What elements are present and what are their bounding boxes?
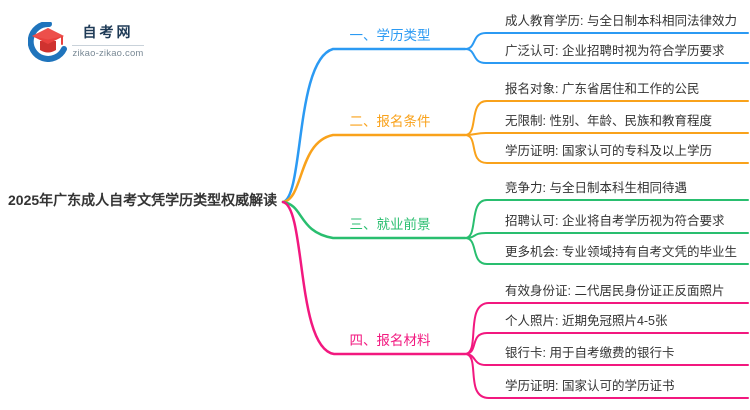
leaf-node: 更多机会: 专业领域持有自考文凭的毕业生 (505, 245, 737, 259)
graduation-cap-icon (28, 22, 67, 62)
leaf-node: 广泛认可: 企业招聘时视为符合学历要求 (505, 44, 725, 58)
leaf-2-3-connector (464, 134, 749, 164)
branch-2-curve (281, 133, 467, 204)
logo-text-block: 自考网 zikao-zikao.com (72, 22, 144, 59)
leaf-node: 招聘认可: 企业将自考学历视为符合要求 (505, 214, 725, 228)
leaf-node: 成人教育学历: 与全日制本科相同法律效力 (505, 14, 737, 28)
leaf-node: 学历证明: 国家认可的学历证书 (505, 379, 675, 393)
leaf-node: 个人照片: 近期免冠照片4-5张 (505, 314, 668, 328)
branch-node-registration-materials: 四、报名材料 (349, 333, 431, 348)
branch-3-curve (281, 200, 467, 240)
branch-1-curve (281, 47, 467, 204)
logo-domain: zikao-zikao.com (72, 48, 144, 59)
central-topic: 2025年广东成人自考文凭学历类型权威解读 (8, 192, 278, 208)
logo-site-name: 自考网 (82, 24, 134, 40)
leaf-2-1-connector (464, 100, 749, 136)
leaf-3-3-connector (464, 237, 749, 265)
branch-node-education-type: 一、学历类型 (349, 28, 431, 43)
leaf-4-2-connector (464, 332, 749, 355)
leaf-node: 学历证明: 国家认可的专科及以上学历 (505, 144, 712, 158)
leaf-1-2-connector (464, 48, 749, 64)
branch-node-employment-prospects: 三、就业前景 (349, 217, 431, 232)
leaf-node: 无限制: 性别、年龄、民族和教育程度 (505, 114, 712, 128)
leaf-node: 竞争力: 与全日制本科生相同待遇 (505, 181, 687, 195)
branch-node-registration-conditions: 二、报名条件 (349, 114, 431, 129)
branch-4-curve (281, 200, 467, 356)
leaf-node: 有效身份证: 二代居民身份证正反面照片 (505, 284, 725, 298)
leaf-node: 报名对象: 广东省居住和工作的公民 (505, 82, 700, 96)
leaf-node: 银行卡: 用于自考缴费的银行卡 (505, 346, 675, 360)
leaf-4-4-connector (464, 353, 749, 399)
leaf-2-2-connector (464, 132, 749, 136)
logo-divider (72, 45, 144, 46)
site-logo[interactable]: 自考网 zikao-zikao.com (28, 20, 146, 66)
leaf-3-2-connector (464, 232, 749, 239)
